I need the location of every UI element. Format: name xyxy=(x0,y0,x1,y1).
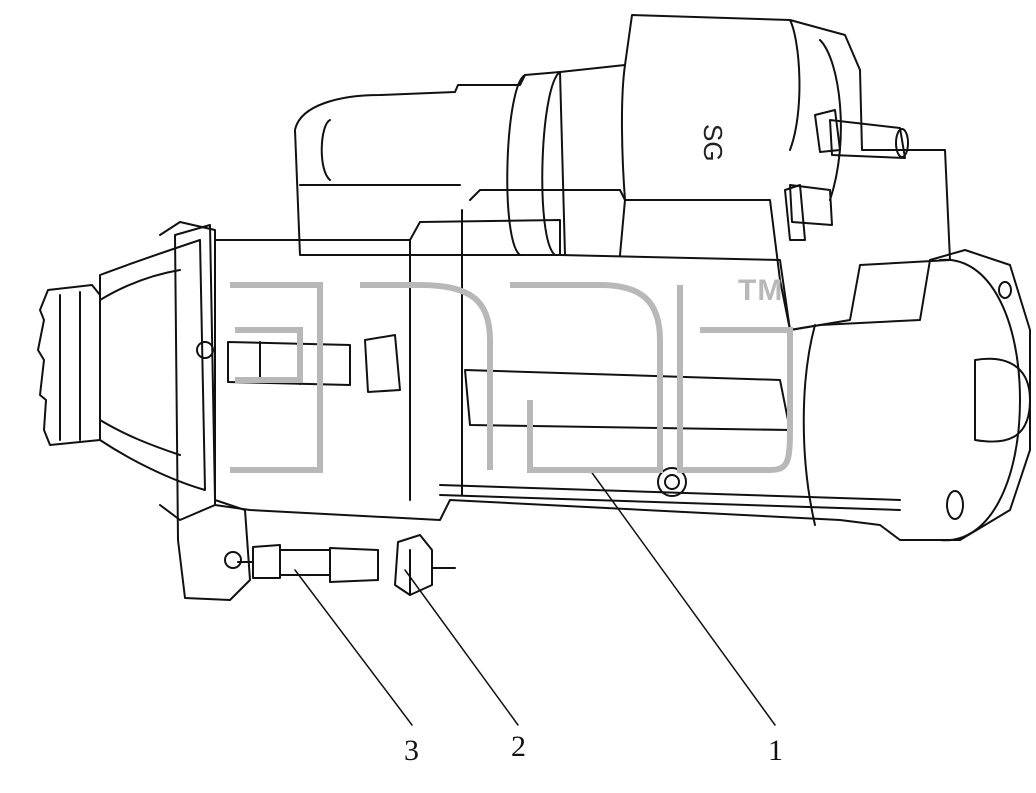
body-stud xyxy=(227,334,401,393)
terminal-stud-lower xyxy=(784,184,833,241)
motor-body xyxy=(214,189,1031,541)
leader-line-1 xyxy=(589,469,776,726)
housing-stamp: SG xyxy=(698,124,728,162)
housing-bolt xyxy=(657,467,687,497)
watermark-logo xyxy=(230,282,793,473)
trademark-mark: TM xyxy=(738,274,784,307)
callout-1: 1 xyxy=(768,734,783,767)
mounting-flange xyxy=(174,224,251,601)
leader-line-3 xyxy=(294,569,413,726)
pinion-gear xyxy=(37,284,101,446)
nose-housing xyxy=(99,221,216,521)
solenoid-cylinder xyxy=(294,71,566,256)
terminal-stud-upper xyxy=(814,109,909,159)
nut-part-2 xyxy=(394,534,456,596)
callout-2: 2 xyxy=(511,730,526,763)
solenoid-cap xyxy=(559,14,951,331)
callout-3: 3 xyxy=(404,734,419,767)
stud-part-3 xyxy=(237,544,379,583)
leader-line-2 xyxy=(404,569,519,726)
rear-end-cap xyxy=(939,258,1031,542)
